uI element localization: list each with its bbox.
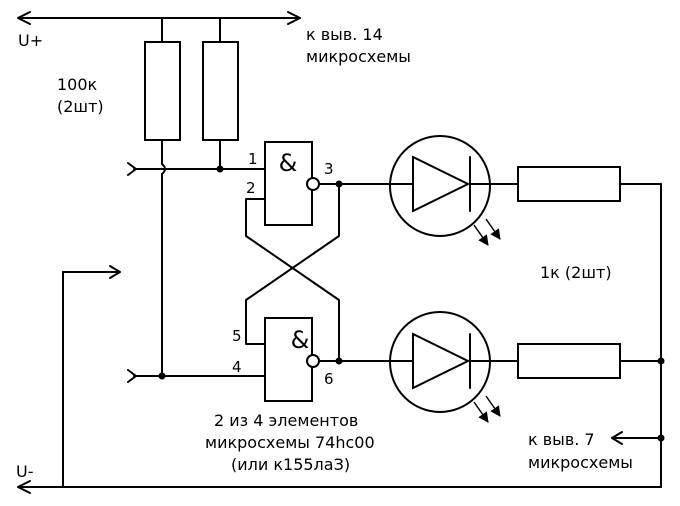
pin7-lead [611,431,665,445]
gate-top-pin-in2: 2 [246,179,256,197]
led-resistor-bottom [517,343,665,379]
led-bottom [389,311,519,423]
gate-bottom-pin-in2: 4 [232,358,242,376]
pullup-value-line2: (2шт) [57,97,104,116]
chip-label-line2: микросхемы 74hc00 [205,433,375,452]
input-reset-line [127,369,265,383]
input-set-line [127,162,265,377]
gate-top-pin-in1: 1 [248,150,258,168]
supply-plus-rail [17,11,301,25]
led-resistor-top [517,166,662,202]
supply-plus-label: U+ [18,31,43,50]
chip-label-line3: (или к155лаЗ) [231,455,350,474]
chip-label-line1: 2 из 4 элементов [214,411,358,430]
gate-bottom-pin-out: 6 [324,370,334,388]
pullup-resistor-right [202,17,239,170]
pullup-value-line1: 100к [57,75,98,94]
led-top [389,135,519,246]
pin7-label-line1: к выв. 7 [528,430,595,449]
gate-top-pin-out: 3 [324,160,334,178]
gate-bottom-symbol: & [291,326,310,354]
pin14-label-line1: к выв. 14 [306,25,383,44]
gate-bottom-pin-in1: 5 [232,327,242,345]
nand-gate-bottom: & 5 4 6 [232,185,391,402]
ground-lead [62,265,121,488]
pin14-label-line2: микросхемы [306,47,411,66]
supply-minus-label: U- [16,462,33,481]
pullup-resistor-left [144,17,181,165]
led-resistor-value: 1к (2шт) [540,263,612,282]
pin7-label-line2: микросхемы [528,453,633,472]
gate-top-symbol: & [279,149,298,177]
nand-gate-top: & 1 2 3 [245,141,391,360]
